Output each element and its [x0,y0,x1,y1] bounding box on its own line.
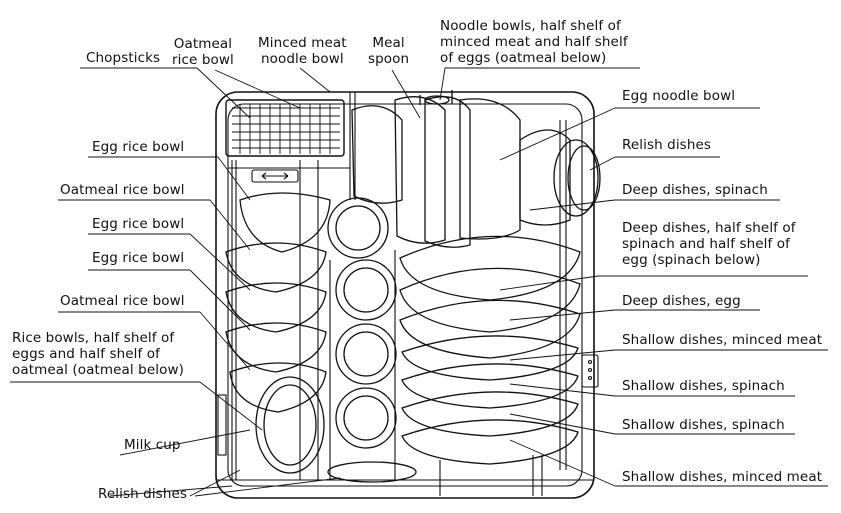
label-noodle-bowls: Noodle bowls, half shelf of minced meat … [440,18,628,66]
label-minced-meat-noodle-bowl: Minced meat noodle bowl [258,35,347,67]
label-shallow-minced-1: Shallow dishes, minced meat [622,332,823,348]
upper-bowls [351,90,601,248]
label-oatmeal-rice-bowl-top: Oatmeal rice bowl [172,36,234,68]
label-egg-rice-bowl-2: Egg rice bowl [92,216,185,232]
label-oatmeal-rice-bowl-1: Oatmeal rice bowl [60,182,185,198]
label-shallow-minced-2: Shallow dishes, minced meat [622,469,823,485]
label-meal-spoon: Meal spoon [368,35,410,67]
label-deep-dishes-half: Deep dishes, half shelf of spinach and h… [622,220,796,268]
label-oatmeal-rice-bowl-2: Oatmeal rice bowl [60,293,185,309]
label-chopsticks: Chopsticks [86,50,161,66]
label-rice-bowls-half: Rice bowls, half shelf of eggs and half … [12,330,184,378]
label-deep-dishes-egg: Deep dishes, egg [622,293,741,309]
chopsticks-basket [225,99,345,183]
label-egg-rice-bowl-3: Egg rice bowl [92,250,185,266]
plates [399,235,581,465]
label-egg-rice-bowl-1: Egg rice bowl [92,139,185,155]
left-bowls [225,192,331,474]
label-shallow-spinach-2: Shallow dishes, spinach [622,417,785,433]
label-egg-noodle-bowl: Egg noodle bowl [622,88,736,104]
label-deep-dishes-spinach: Deep dishes, spinach [622,182,768,198]
leader-lines [10,67,828,497]
label-relish-dishes-right: Relish dishes [622,137,712,153]
label-milk-cup: Milk cup [124,437,181,453]
cups-column [327,197,417,483]
label-relish-dishes-left: Relish dishes [98,486,188,502]
rack-frame [215,91,599,499]
label-shallow-spinach-1: Shallow dishes, spinach [622,378,785,394]
